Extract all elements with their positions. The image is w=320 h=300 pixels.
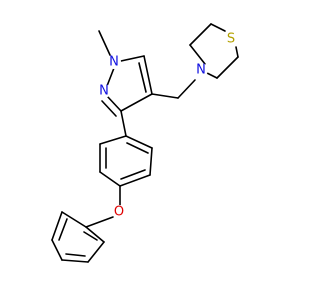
bond-s-cc [235,46,239,58]
bond-methyl [98,30,111,56]
bond-c4-c3 [120,93,153,112]
bond-n-ca [189,44,206,65]
atom-n-pyrazole: N [97,84,111,99]
bond-ph3-ph4 [51,239,63,261]
bond-ph4-ph5 [61,259,89,263]
bond-ph5-ph6 [87,241,105,263]
bond-ca-cb [189,23,212,46]
atom-n-thiomorpholine: N [194,63,208,78]
atom-n-methyl: N [107,55,121,70]
bond-ph2-ph3-double [58,218,68,241]
bond-ch2-n [177,79,196,99]
atom-label-n-pyrazole: N [99,84,109,99]
bond-c5-c4-double [138,62,147,93]
atom-label-o-ether: O [114,205,124,220]
bond-ar3-ar4-double [120,169,146,180]
atom-o-ether: O [112,205,126,220]
bond-o-ph [85,216,114,228]
bond-c5-c4 [143,55,153,95]
bond-ph6-ph1-double [83,231,98,241]
bond-ph1-ph2 [61,211,87,228]
atom-label-n-thiomorpholine: N [196,63,206,78]
atom-s-thiomorpholine: S [224,32,238,47]
bond-ar2-ar3 [149,147,153,176]
bonds [51,23,239,263]
bond-c3-n2 [106,95,122,112]
bond-cb-s [210,23,226,32]
atom-label-s-thiomorpholine: S [227,32,235,47]
bond-c3-n2-double [101,100,117,117]
bond-ar1-ar2-double [126,142,149,154]
bond-ph6-ph1 [85,226,105,243]
bond-n1-c5 [120,55,145,62]
bond-cc-cd [216,56,239,79]
bond-ph4-ph5-double [65,253,86,257]
bond-ar4-ar5 [99,171,121,187]
chemical-structure-diagram: N N N S O [51,23,239,263]
bond-ar6-ar1 [99,135,127,145]
bond-ar3-ar4 [119,174,151,187]
bond-ar1-ar2 [125,135,153,149]
atom-label-n-methyl: N [109,55,119,70]
atom-labels: N N N S O [97,32,238,220]
bond-c3-phenyl [120,110,127,137]
bond-c4-ch2 [151,93,179,99]
bond-ph2-ph3 [51,211,63,241]
bond-n2-n1 [106,67,115,87]
